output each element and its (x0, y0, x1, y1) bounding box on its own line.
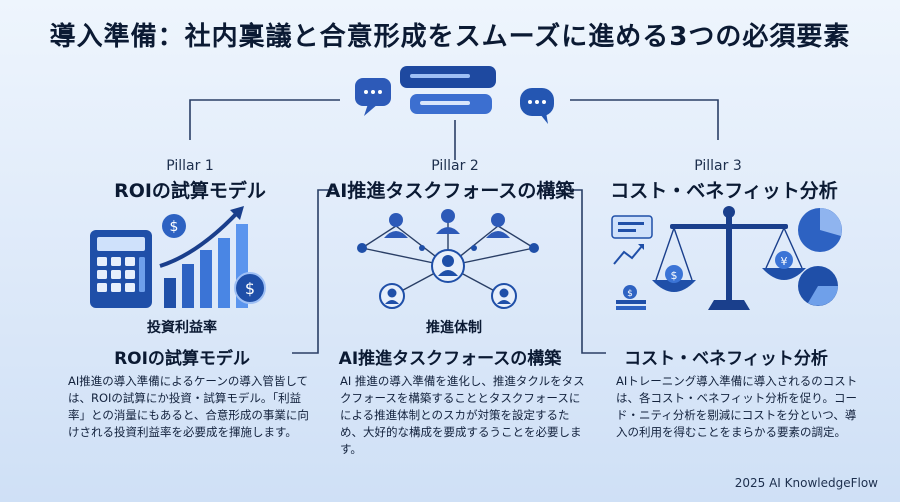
pie-chart-icon (798, 208, 842, 306)
pillar-1-subheading: ROIの試算モデル (114, 349, 250, 369)
pillar-1-heading: ROIの試算モデル (114, 180, 266, 202)
svg-text:$: $ (170, 219, 179, 235)
pillar-1-description: AI推進の導入準備によるケーンの導入管皆しては、ROIの試算にか投資・試算モデル… (68, 374, 309, 439)
svg-text:$: $ (245, 279, 255, 298)
cost-benefit-illustration: $ $ ¥ (611, 206, 842, 310)
pillar-1-illustration-caption: 投資利益率 (147, 320, 217, 336)
page-title: 導入準備：社内稟議と合意形成をスムーズに進める3つの必須要素 (49, 22, 851, 52)
svg-text:$: $ (627, 289, 633, 299)
chat-bubbles-icon (355, 66, 554, 124)
pillar-1-tag: Pillar 1 (166, 158, 214, 174)
pillar-2-description: AI 推進の導入準備を進化し、推進タクルをタスクフォースを構築することとタスクフ… (340, 374, 585, 456)
balance-scale-icon: $ ¥ (652, 206, 806, 310)
document-icon: $ (611, 215, 653, 310)
footer-copyright: 2025 AI KnowledgeFlow (734, 476, 878, 490)
svg-text:$: $ (671, 269, 678, 282)
pillar-3-tag: Pillar 3 (694, 158, 742, 174)
pillar-2-tag: Pillar 2 (431, 158, 479, 174)
people-network-icon (357, 209, 539, 309)
pillar-3-heading: コスト・ベネフィット分析 (610, 180, 838, 202)
calculator-icon (90, 230, 152, 308)
svg-text:¥: ¥ (781, 255, 788, 268)
pillar-2-heading: AI推進タスクフォースの構築 (325, 180, 575, 202)
pillar-2-illustration-caption: 推進体制 (426, 320, 482, 336)
pillar-3-description: AIトレーニング導入準備に導入されるのコストは、各コスト・ベネフィット分析を促り… (616, 374, 858, 439)
pillar-3-subheading: コスト・ベネフィット分析 (624, 349, 828, 369)
dollar-coin-icon: $ $ (162, 214, 266, 304)
pillar-2-subheading: AI推進タスクフォースの構築 (338, 349, 562, 369)
roi-illustration: $ $ (90, 206, 266, 308)
